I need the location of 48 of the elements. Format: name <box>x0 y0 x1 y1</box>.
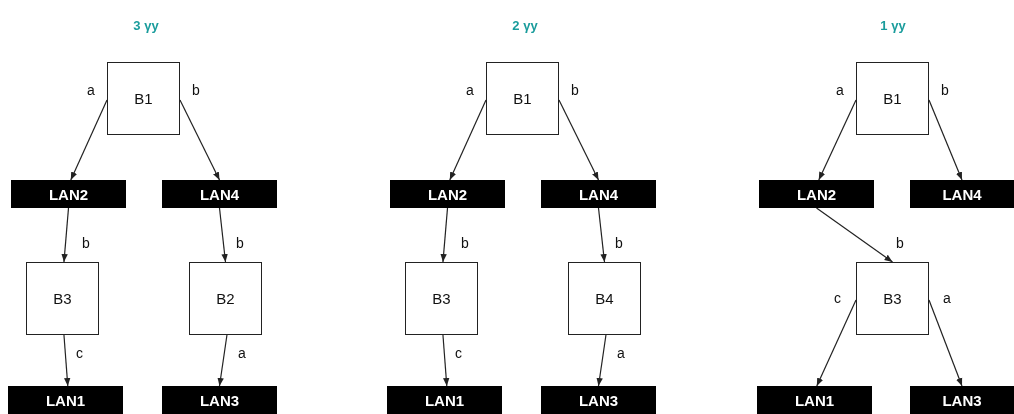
bridge-box: B3 <box>26 262 99 335</box>
arrow <box>442 334 450 387</box>
port-label: b <box>940 83 950 97</box>
panel-title: 2 γy <box>512 18 538 33</box>
arrow <box>558 99 600 181</box>
arrow <box>217 334 228 387</box>
lan-segment-bar: LAN4 <box>162 180 277 208</box>
arrow <box>815 207 894 263</box>
arrow <box>818 99 857 181</box>
arrow <box>597 207 607 263</box>
arrow <box>440 207 449 263</box>
bridge-box: B1 <box>107 62 180 135</box>
lan-segment-bar: LAN2 <box>11 180 126 208</box>
arrow <box>63 334 71 387</box>
arrow <box>596 334 607 387</box>
port-label: b <box>614 236 624 250</box>
port-label: b <box>460 236 470 250</box>
lan-segment-bar: LAN3 <box>910 386 1014 414</box>
port-label: b <box>235 236 245 250</box>
lan-segment-bar: LAN3 <box>541 386 656 414</box>
lan-segment-bar: LAN3 <box>162 386 277 414</box>
bridge-box: B3 <box>856 262 929 335</box>
arrow <box>218 207 228 263</box>
lan-segment-bar: LAN4 <box>910 180 1014 208</box>
lan-segment-bar: LAN1 <box>757 386 872 414</box>
lan-segment-bar: LAN1 <box>8 386 123 414</box>
arrow <box>179 99 221 181</box>
arrow <box>928 99 963 181</box>
lan-segment-bar: LAN4 <box>541 180 656 208</box>
arrow <box>928 299 963 387</box>
panel-title: 3 γy <box>133 18 159 33</box>
lan-segment-bar: LAN2 <box>390 180 505 208</box>
port-label: b <box>895 236 905 250</box>
bridge-box: B4 <box>568 262 641 335</box>
bridge-box: B2 <box>189 262 262 335</box>
lan-segment-bar: LAN2 <box>759 180 874 208</box>
arrow <box>70 99 108 181</box>
arrow <box>61 207 70 263</box>
bridge-box: B1 <box>856 62 929 135</box>
port-label: b <box>191 83 201 97</box>
arrow <box>816 299 857 387</box>
lan-segment-bar: LAN1 <box>387 386 502 414</box>
port-label: b <box>81 236 91 250</box>
bridge-box: B1 <box>486 62 559 135</box>
bridge-box: B3 <box>405 262 478 335</box>
port-label: b <box>570 83 580 97</box>
panel-title: 1 γy <box>880 18 906 33</box>
arrow <box>449 99 487 181</box>
